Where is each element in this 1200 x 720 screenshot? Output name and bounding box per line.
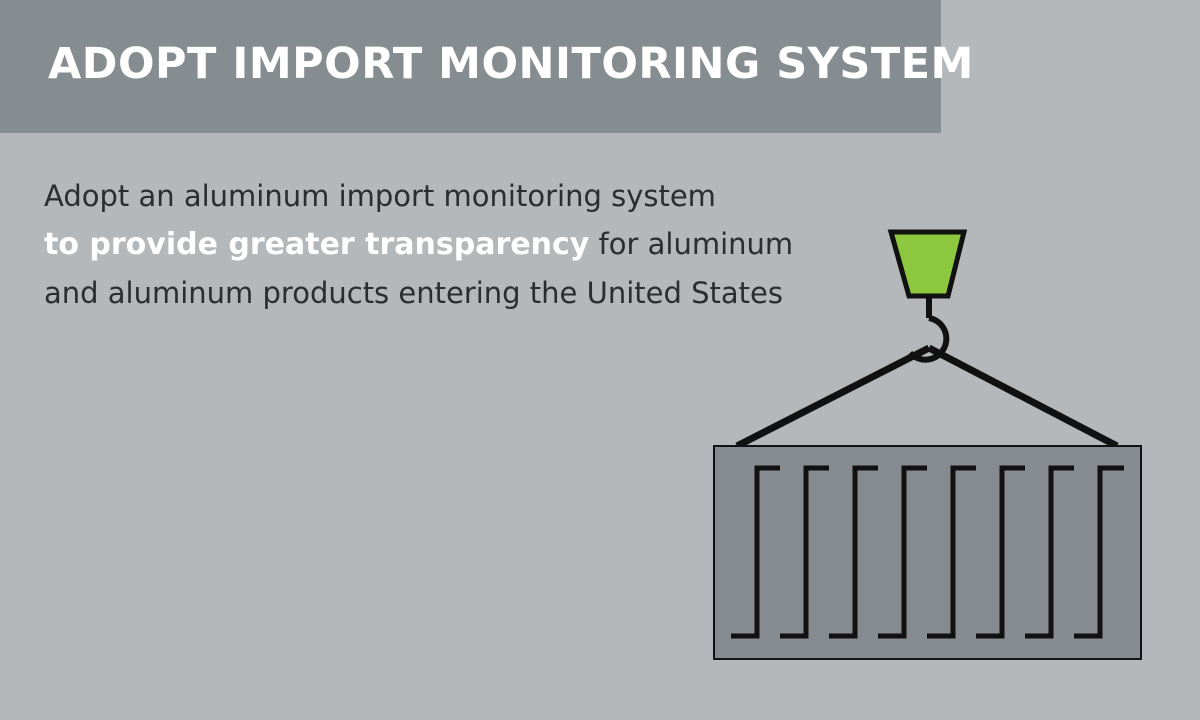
sling-left bbox=[735, 344, 931, 450]
description-part-1: Adopt an aluminum import monitoring syst… bbox=[44, 179, 716, 213]
hook-icon bbox=[907, 315, 950, 363]
crane-container-illustration bbox=[713, 229, 1142, 660]
shipping-container bbox=[713, 445, 1142, 660]
description-part-2: for aluminum and aluminum products enter… bbox=[44, 227, 794, 310]
description-emphasis: to provide greater transparency bbox=[44, 227, 590, 262]
sling-right bbox=[927, 344, 1119, 450]
header-bar: ADOPT IMPORT MONITORING SYSTEM bbox=[0, 0, 973, 133]
container-ribs bbox=[731, 465, 1124, 639]
description-text: Adopt an aluminum import monitoring syst… bbox=[44, 172, 844, 317]
page-title: ADOPT IMPORT MONITORING SYSTEM bbox=[48, 39, 974, 89]
crane-hook-block-icon bbox=[887, 229, 968, 299]
